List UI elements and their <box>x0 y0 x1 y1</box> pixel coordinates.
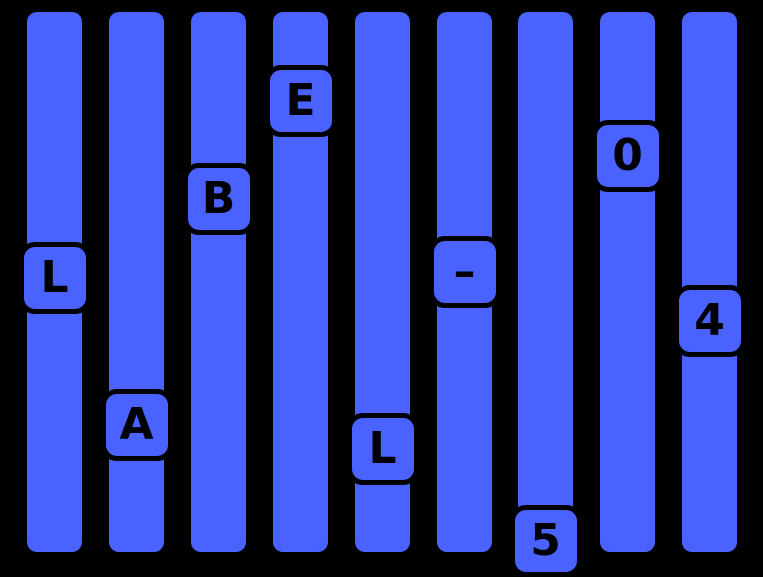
slider-track-1[interactable]: L <box>18 12 91 552</box>
knob-label-3: B <box>201 172 236 224</box>
knob-label-8: 0 <box>612 130 643 182</box>
knob-label-2: A <box>119 398 154 450</box>
slider-track-3[interactable]: B <box>182 12 255 552</box>
slider-track-7[interactable]: 5 <box>509 12 582 577</box>
slider-track-2[interactable]: A <box>100 12 173 552</box>
slider-knob-6[interactable]: – <box>428 236 501 309</box>
slider-track-9[interactable]: 4 <box>673 12 746 552</box>
knob-label-4: E <box>285 75 316 127</box>
slider-knob-9[interactable]: 4 <box>673 285 746 358</box>
slider-knob-7[interactable]: 5 <box>509 505 582 577</box>
slider-knob-3[interactable]: B <box>182 162 255 235</box>
slider-board: L A B E L – 5 0 4 <box>18 12 746 577</box>
slider-knob-8[interactable]: 0 <box>591 120 664 193</box>
knob-label-1: L <box>40 252 69 304</box>
slider-knob-1[interactable]: L <box>18 242 91 315</box>
knob-label-9: 4 <box>694 295 725 347</box>
slider-knob-4[interactable]: E <box>264 65 337 138</box>
slider-track-8[interactable]: 0 <box>591 12 664 552</box>
knob-label-6: – <box>453 246 476 298</box>
slider-track-4[interactable]: E <box>264 12 337 552</box>
knob-label-7: 5 <box>530 515 561 567</box>
knob-label-5: L <box>368 423 397 475</box>
slider-knob-2[interactable]: A <box>100 388 173 461</box>
slider-track-6[interactable]: – <box>428 12 501 552</box>
slider-knob-5[interactable]: L <box>346 413 419 486</box>
slider-track-5[interactable]: L <box>346 12 419 552</box>
